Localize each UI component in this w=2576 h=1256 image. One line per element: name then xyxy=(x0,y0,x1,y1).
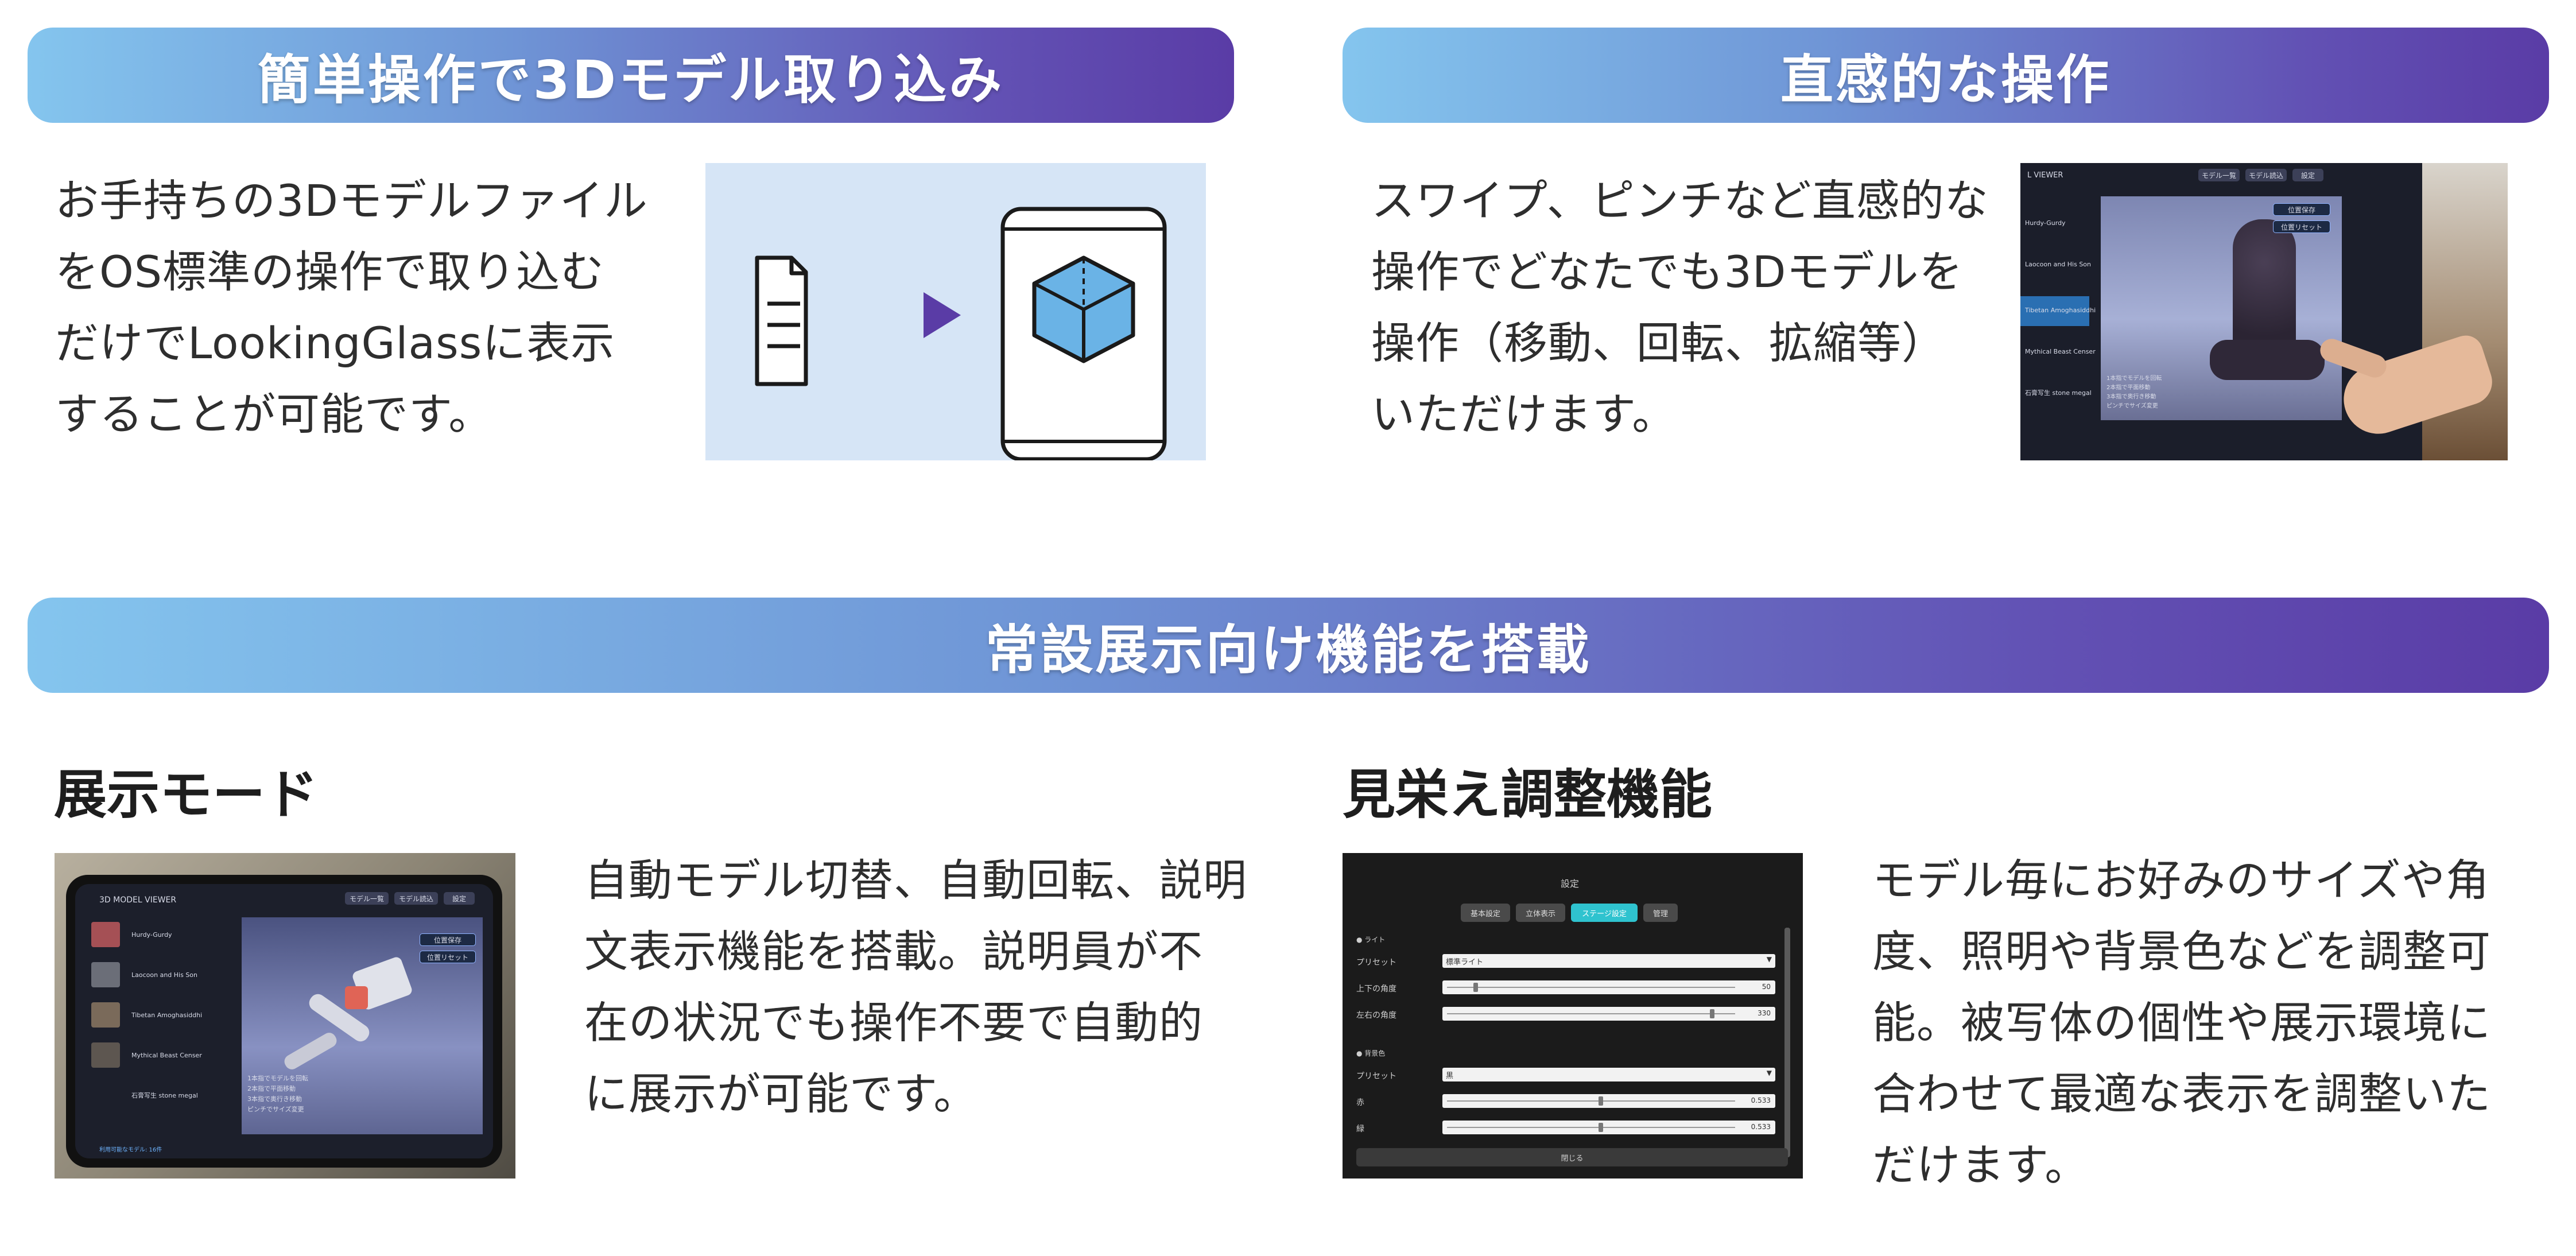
save-position-button: 位置保存 xyxy=(2273,203,2330,216)
model-list: Hurdy-Gurdy Laocoon and His Son Tibetan … xyxy=(2020,199,2096,440)
document-icon xyxy=(755,255,808,386)
red-slider: 0.533 xyxy=(1442,1094,1775,1108)
light-preset-label: プリセット xyxy=(1356,958,1396,967)
thumbnail xyxy=(91,1042,120,1068)
horizontal-angle-slider: 330 xyxy=(1442,1007,1775,1021)
chevron-down-icon: ▼ xyxy=(1766,955,1772,963)
list-item: Mythical Beast Censer xyxy=(131,1052,202,1059)
tab-admin: 管理 xyxy=(1643,904,1678,922)
display-mode-heading: 展示モード xyxy=(54,764,319,825)
list-item: Laocoon and His Son xyxy=(131,971,198,979)
red-value: 0.533 xyxy=(1751,1096,1771,1104)
slider-thumb xyxy=(1709,1009,1714,1018)
statue-figure xyxy=(2233,219,2296,363)
robot-joint xyxy=(345,986,368,1009)
help-line: 3本指で奥行き移動 xyxy=(2106,394,2156,400)
slider-thumb xyxy=(1598,1096,1603,1106)
app-title: L VIEWER xyxy=(2027,171,2063,180)
tablet-frame: 3D MODEL VIEWER モデル一覧 モデル読込 設定 Hurdy-Gur… xyxy=(66,875,502,1168)
thumbnail xyxy=(91,962,120,987)
available-models-footer: 利用可能なモデル: 16件 xyxy=(99,1147,162,1153)
tab-basic: 基本設定 xyxy=(1461,904,1510,922)
bg-preset-select: 黒▼ xyxy=(1442,1068,1775,1081)
help-line: 1本指でモデルを回転 xyxy=(247,1075,308,1082)
list-item: Tibetan Amoghasiddhi xyxy=(131,1011,203,1019)
display-mode-photo: 3D MODEL VIEWER モデル一覧 モデル読込 設定 Hurdy-Gur… xyxy=(55,853,515,1179)
tablet-screen: 3D MODEL VIEWER モデル一覧 モデル読込 設定 Hurdy-Gur… xyxy=(75,884,493,1158)
red-label: 赤 xyxy=(1356,1098,1364,1107)
robot-arm xyxy=(282,1030,339,1072)
intuitive-photo: L VIEWER モデル一覧 モデル読込 設定 Hurdy-Gurdy Laoc… xyxy=(2020,163,2508,460)
help-line: 1本指でモデルを回転 xyxy=(2106,375,2162,382)
horizontal-angle-value: 330 xyxy=(1758,1009,1771,1017)
bg-section-label: ● 背景色 xyxy=(1356,1049,1386,1057)
intuitive-description: スワイプ、ピンチなど直感的な 操作でどなたでも3Dモデルを 操作（移動、回転、拡… xyxy=(1371,175,1989,440)
vertical-angle-label: 上下の角度 xyxy=(1356,984,1396,994)
help-line: ピンチでサイズ変更 xyxy=(2106,403,2158,409)
list-item: Hurdy-Gurdy xyxy=(2025,219,2066,227)
light-preset-value: 標準ライト xyxy=(1446,957,1484,967)
model-load-button: モデル読込 xyxy=(2245,169,2287,181)
green-slider: 0.533 xyxy=(1442,1121,1775,1134)
help-line: 3本指で奥行き移動 xyxy=(247,1095,302,1103)
model-list: Hurdy-Gurdy Laocoon and His Son Tibetan … xyxy=(91,918,235,1114)
appearance-description: モデル毎にお好みのサイズや角 度、照明や背景色などを調整可 能。被写体の個性や展… xyxy=(1872,855,2491,1191)
model-viewport: 1本指でモデルを回転 2本指で平面移動 3本指で奥行き移動 ピンチでサイズ変更 xyxy=(2101,196,2342,420)
list-item: 石膏写生 stone megal xyxy=(131,1092,198,1099)
tab-stage: ステージ設定 xyxy=(1571,904,1638,922)
light-preset-select: 標準ライト ▼ xyxy=(1442,954,1775,968)
settings-button: 設定 xyxy=(444,892,475,905)
list-item: Laocoon and His Son xyxy=(2025,261,2092,268)
model-viewport: 1本指でモデルを回転 2本指で平面移動 3本指で奥行き移動 ピンチでサイズ変更 xyxy=(242,917,483,1134)
bg-preset-value: 黒 xyxy=(1446,1071,1454,1080)
banner-import: 簡単操作で3Dモデル取り込み xyxy=(28,28,1234,123)
vertical-angle-value: 50 xyxy=(1762,983,1771,991)
bg-preset-label: プリセット xyxy=(1356,1072,1396,1081)
reset-position-button: 位置リセット xyxy=(420,951,476,963)
tablet-cube-icon xyxy=(1000,207,1167,462)
horizontal-angle-label: 左右の角度 xyxy=(1356,1011,1396,1020)
banner-exhibition: 常設展示向け機能を搭載 xyxy=(28,598,2549,693)
reset-position-button: 位置リセット xyxy=(2273,220,2330,233)
help-line: 2本指で平面移動 xyxy=(247,1085,296,1092)
vertical-angle-slider: 50 xyxy=(1442,980,1775,994)
appearance-heading: 見栄え調整機能 xyxy=(1343,764,1713,825)
banner-intuitive: 直感的な操作 xyxy=(1343,28,2549,123)
display-mode-description: 自動モデル切替、自動回転、説明 文表示機能を搭載。説明員が不 在の状況でも操作不… xyxy=(584,855,1247,1119)
list-item: Tibetan Amoghasiddhi xyxy=(2025,307,2096,314)
list-item: 石膏写生 stone megal xyxy=(2025,389,2092,397)
import-illustration xyxy=(705,163,1206,462)
tab-stereo: 立体表示 xyxy=(1516,904,1565,922)
chevron-down-icon: ▼ xyxy=(1766,1069,1772,1077)
slider-thumb xyxy=(1598,1123,1603,1132)
thumbnail xyxy=(91,1002,120,1028)
tablet-screen: L VIEWER モデル一覧 モデル読込 設定 Hurdy-Gurdy Laoc… xyxy=(2020,163,2422,460)
statue-base xyxy=(2210,340,2325,380)
save-position-button: 位置保存 xyxy=(420,933,476,946)
list-item: Mythical Beast Censer xyxy=(2025,348,2096,355)
app-title: 3D MODEL VIEWER xyxy=(99,896,177,905)
model-load-button: モデル読込 xyxy=(394,892,438,905)
scrollbar xyxy=(1784,928,1790,1157)
list-item: Hurdy-Gurdy xyxy=(131,931,172,939)
play-arrow-icon xyxy=(924,292,961,338)
thumbnail xyxy=(91,922,120,947)
light-section-label: ● ライト xyxy=(1356,936,1386,944)
settings-title: 設定 xyxy=(1561,878,1580,889)
green-label: 緑 xyxy=(1356,1125,1364,1134)
model-list-button: モデル一覧 xyxy=(2198,169,2240,181)
settings-screenshot: 設定 基本設定 立体表示 ステージ設定 管理 ● ライト プリセット 標準ライト… xyxy=(1343,853,1803,1179)
close-button: 閉じる xyxy=(1356,1148,1788,1166)
import-description: お手持ちの3Dモデルファイル をOS標準の操作で取り込む だけでLookingG… xyxy=(55,175,648,440)
model-list-button: モデル一覧 xyxy=(345,892,389,905)
help-line: ピンチでサイズ変更 xyxy=(247,1106,304,1113)
list-item-selected-bg xyxy=(2020,296,2089,326)
help-line: 2本指で平面移動 xyxy=(2106,385,2151,391)
slider-thumb xyxy=(1473,983,1479,992)
green-value: 0.533 xyxy=(1751,1123,1771,1131)
settings-button: 設定 xyxy=(2292,169,2323,181)
